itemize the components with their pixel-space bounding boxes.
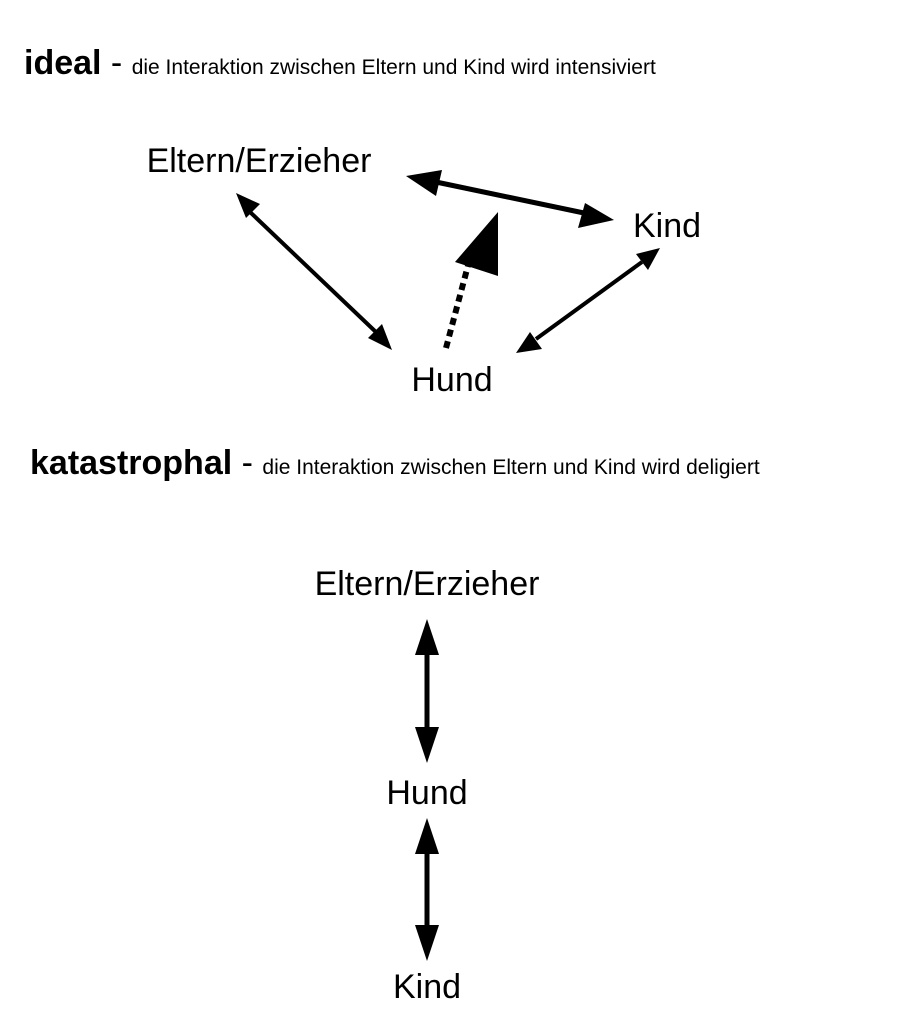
heading-ideal-separator: - [101, 44, 132, 82]
heading-katastrophal-keyword: katastrophal [30, 444, 233, 482]
ideal-node-hund: Hund [411, 361, 493, 399]
ideal-node-kind: Kind [632, 207, 702, 245]
heading-ideal: ideal - die Interaktion zwischen Eltern … [24, 44, 656, 83]
arrow-kind-hund [516, 248, 660, 353]
arrow-hund-dotted [443, 212, 498, 349]
heading-ideal-description: die Interaktion zwischen Eltern und Kind… [131, 56, 656, 79]
arrow-kata-hund-kind [415, 818, 439, 961]
heading-ideal-keyword: ideal [24, 44, 102, 82]
heading-katastrophal-description: die Interaktion zwischen Eltern und Kind… [262, 456, 760, 479]
heading-katastrophal: katastrophal - die Interaktion zwischen … [30, 444, 760, 483]
kata-node-hund: Hund [386, 774, 468, 812]
arrow-eltern-hund [236, 193, 392, 350]
kata-node-eltern: Eltern/Erzieher [314, 565, 540, 603]
arrow-eltern-kind [406, 170, 614, 228]
kata-node-kind: Kind [392, 968, 462, 1006]
heading-katastrophal-separator: - [232, 444, 263, 482]
ideal-node-eltern: Eltern/Erzieher [146, 142, 372, 180]
arrow-kata-eltern-hund [415, 619, 439, 763]
